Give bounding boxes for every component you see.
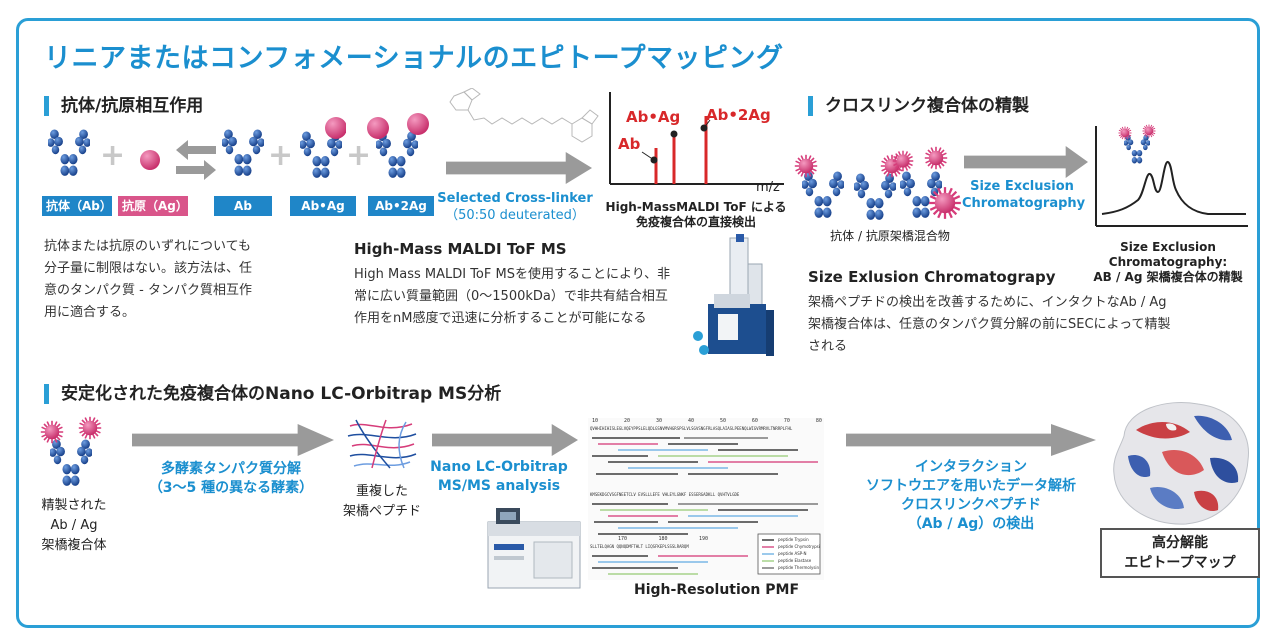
maldi-description: High Mass MALDI ToF MSを使用することにより、非 常に広い質… <box>354 267 671 326</box>
pmf-sequence-1: QVHHIHIHISLEGLVQEYPPSLELQDLGSNVMVHGRSPSL… <box>590 426 793 431</box>
pmf-legend: peptide Trypsin peptide Chymotrypsin pep… <box>778 537 820 570</box>
maldi-heading: High-Mass MALDI ToF MS <box>354 240 567 258</box>
chromatogram-chart <box>1095 124 1248 227</box>
section1-description: 抗体または抗原のいずれについても 分子量に制限はない。該方法は、任 意のタンパク… <box>44 239 253 320</box>
antibody-icon <box>48 128 90 180</box>
peak-label-ab-2ag: Ab•2Ag <box>706 106 771 124</box>
peak-label-ab: Ab <box>618 135 641 153</box>
antibody-antigen-complex-icon <box>300 117 346 178</box>
section-heading-nano-lc: 安定化された免疫複合体のNano LC-Orbitrap MS分析 <box>44 384 501 404</box>
pmf-sequence-2: KMSEKDGCVSGFNEETCLV EVSLLLEFE VHLEYLGNKF… <box>590 492 740 497</box>
gray-arrow <box>846 424 1096 456</box>
orbitrap-instrument-image <box>487 508 581 589</box>
gray-arrow <box>432 424 578 456</box>
crosslinker-label: Selected Cross-linker （50:50 deuterated） <box>437 191 593 223</box>
epitope-surface-image <box>1113 401 1249 525</box>
gray-arrow <box>964 146 1088 178</box>
section-heading-crosslink-purification: クロスリンク複合体の精製 <box>808 96 1029 116</box>
overlap-peptides-caption: 重複した 架橋ペプチド <box>342 484 421 519</box>
enzyme-label: 多酵素タンパク質分解 （3〜5 種の異なる酵素） <box>148 461 314 496</box>
ab-ag-label: Ab•Ag <box>290 196 356 216</box>
mixture-caption: 抗体 / 抗原架橋混合物 <box>830 229 950 243</box>
section2-description: 架橋ペプチドの検出を改善するために、インタクトなAb / Ag 架橋複合体は、任… <box>808 295 1171 354</box>
plus-icon: + <box>100 138 126 173</box>
chromatogram-caption: Size Exclusion Chromatography: AB / Ag 架… <box>1093 240 1243 284</box>
ms-x-axis-label: m/z <box>756 180 780 195</box>
antigen-icon <box>928 186 962 220</box>
nano-lc-label: Nano LC-Orbitrap MS/MS analysis <box>430 459 568 494</box>
pmf-caption: High-Resolution PMF <box>634 582 800 598</box>
pmf-sequence-3: SLLTELQAGN QQNQDMFTHLT LIQSFKEPLSSSLRARQ… <box>590 544 689 549</box>
section-heading-antibody-antigen: 抗体/抗原相互作用 <box>44 96 203 116</box>
peak-label-ab-ag: Ab•Ag <box>626 108 681 126</box>
sec-label: Size Exclusion Chromatography <box>962 179 1086 211</box>
analysis-label: インタラクション ソフトウエアを用いたデータ解析 クロスリンクペプチド （Ab … <box>866 459 1076 532</box>
sec-subheading: Size Exlusion Chromatograpy <box>808 268 1056 286</box>
purified-complex-icon <box>40 416 102 486</box>
ab-label: Ab <box>214 196 272 216</box>
antibody-icon <box>222 128 264 180</box>
plus-icon: + <box>346 138 372 173</box>
peptides-icon <box>347 419 417 469</box>
chrom-trace <box>1101 160 1246 215</box>
antibody-2antigen-complex-icon <box>367 113 429 178</box>
equilibrium-arrows-icon <box>176 140 216 180</box>
ab-2ag-label: Ab•2Ag <box>368 196 434 216</box>
ms-caption: High-MassMALDI ToF による 免疫複合体の直接検出 <box>605 200 787 229</box>
diagram-frame <box>16 18 1260 628</box>
maldi-instrument-image <box>693 234 774 356</box>
antigen-label: 抗原（Ag） <box>118 196 188 216</box>
epitope-map-result: 高分解能 エピトープマップ <box>1100 528 1260 578</box>
crosslinker-structure-icon <box>449 88 599 143</box>
antibody-label: 抗体（Ab） <box>42 196 112 216</box>
gray-arrow <box>446 152 592 184</box>
page-title: リニアまたはコンフォメーショナルのエピトープマッピング <box>44 43 784 74</box>
antigen-icon <box>140 150 160 170</box>
gray-arrow <box>132 424 334 456</box>
crosslinked-complex-icon <box>794 154 844 218</box>
plus-icon: + <box>268 138 294 173</box>
purified-complex-caption: 精製された Ab / Ag 架橋複合体 <box>41 498 107 553</box>
ms-spectrum-chart <box>609 92 784 185</box>
